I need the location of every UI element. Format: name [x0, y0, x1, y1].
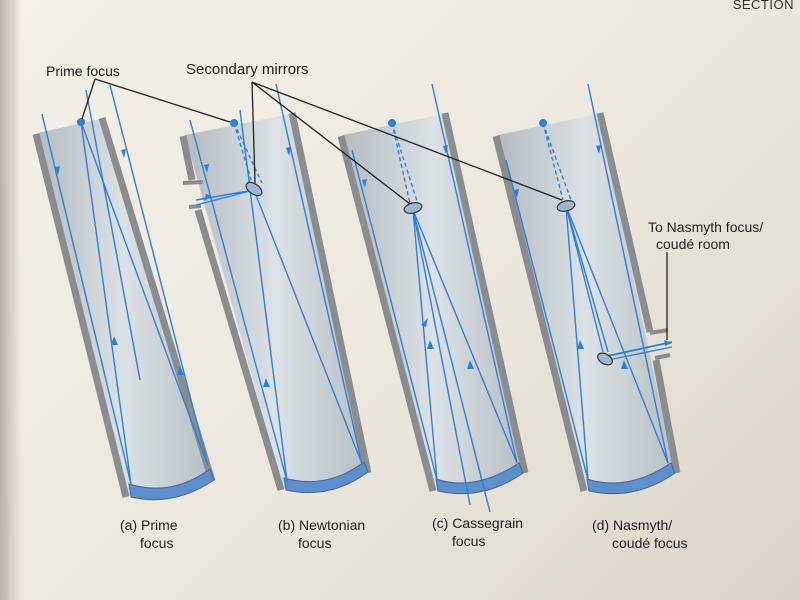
- focus-point: [539, 119, 547, 127]
- tube-wall-right: [288, 112, 372, 474]
- caption-a: (a) Prime focus: [120, 516, 178, 552]
- nasmyth-label-line1: To Nasmyth focus/: [648, 219, 764, 235]
- tube-wall-right-bottom: [652, 359, 681, 474]
- tube-wall-right: [98, 116, 216, 483]
- telescope-nasmyth: [492, 83, 681, 495]
- tube-wall-left-bottom: [194, 209, 285, 491]
- ray-arrows: [204, 147, 291, 387]
- tube-wall-left: [32, 133, 130, 498]
- caption-letter: (d): [592, 517, 610, 533]
- light-rays: [41, 84, 209, 485]
- primary-mirror: [283, 461, 369, 494]
- tube-wall-left: [492, 135, 588, 492]
- primary-mirror: [128, 468, 215, 501]
- caption-letter: (b): [278, 517, 296, 533]
- caption-c: (c) Cassegrain focus: [432, 514, 523, 550]
- prime-focus-point: [77, 118, 85, 126]
- caption-letter: (a): [120, 517, 138, 533]
- ray-arrows: [362, 145, 474, 369]
- tube-body: [343, 114, 523, 489]
- tube-wall-left-top: [179, 135, 196, 181]
- caption-letter: (c): [432, 515, 449, 531]
- caption-line2: focus: [452, 533, 486, 549]
- tube-wall-right: [441, 112, 529, 474]
- caption-d: (d) Nasmyth/ coudé focus: [592, 516, 688, 552]
- tertiary-mirror: [597, 352, 613, 366]
- leader-lines: [81, 78, 668, 340]
- page-gutter-shadow: [0, 0, 22, 600]
- focus-point: [230, 119, 238, 127]
- secondary-mirror: [403, 202, 423, 214]
- caption-line2: coudé focus: [612, 535, 688, 551]
- tube-wall-right-top: [596, 112, 654, 333]
- caption-b: (b) Newtonian focus: [278, 516, 365, 552]
- primary-mirror: [586, 462, 676, 495]
- nasmyth-label-line2: coudé room: [656, 236, 730, 252]
- secondary-mirror: [245, 181, 263, 197]
- secondary-mirrors-label: Secondary mirrors: [186, 61, 309, 78]
- nasmyth-port: [649, 328, 671, 360]
- caption-line1: Nasmyth/: [613, 517, 673, 533]
- prime-focus-label: Prime focus: [46, 63, 120, 79]
- section-header: SECTION: [732, 0, 794, 12]
- caption-line1: Newtonian: [299, 517, 366, 533]
- telescope-newtonian: [179, 83, 372, 494]
- caption-line2: focus: [298, 535, 332, 551]
- primary-mirror: [435, 462, 524, 495]
- caption-line2: focus: [140, 535, 174, 551]
- light-rays: [505, 83, 673, 481]
- focus-point: [388, 119, 396, 127]
- telescope-prime: [32, 84, 216, 501]
- tube-body: [498, 114, 675, 489]
- tube-wall-left: [337, 135, 437, 492]
- tube-body: [38, 119, 210, 495]
- caption-line1: Cassegrain: [452, 515, 524, 531]
- ray-arrows: [514, 145, 672, 369]
- tube-body: [185, 114, 366, 488]
- secondary-mirror: [556, 200, 576, 212]
- caption-line1: Prime: [141, 517, 178, 533]
- ray-arrows: [55, 149, 184, 375]
- eyepiece-port: [182, 180, 204, 209]
- telescope-cassegrain: [337, 83, 529, 513]
